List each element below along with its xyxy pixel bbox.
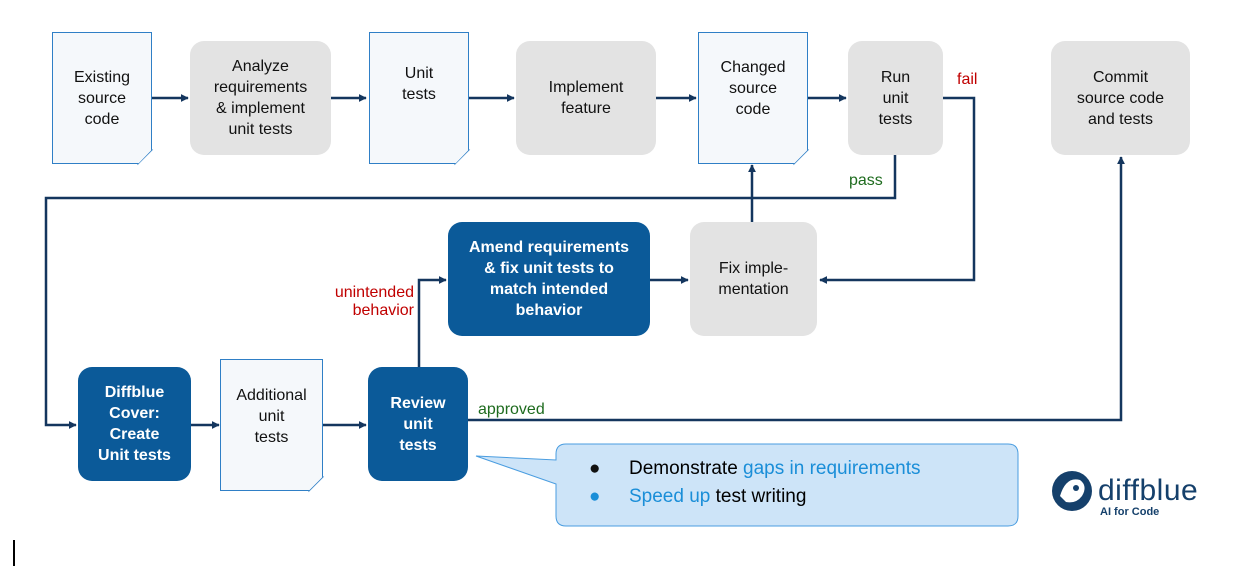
node-commit: Commit source code and tests [1051,41,1190,155]
node-unit-tests: Unit tests [369,32,469,164]
edge-label-pass: pass [849,172,883,189]
callout-bullet-1: ● [589,458,601,479]
callout-text: ● Demonstrate gaps in requirements ● Spe… [585,455,1015,511]
node-changed-source-code: Changed source code [698,32,808,164]
logo-tagline: AI for Code [1100,506,1160,518]
callout-line-2-highlight: Speed up [629,486,711,507]
node-implement-feature: Implement feature [516,41,656,155]
edge-label-approved: approved [478,401,545,418]
node-existing-source-code: Existing source code [52,32,152,164]
callout-line-1-highlight: gaps in requirements [743,458,921,479]
logo-name: diffblue [1098,474,1199,507]
node-fix-implementation: Fix imple- mentation [690,222,817,336]
node-amend-requirements: Amend requirements & fix unit tests to m… [448,222,650,336]
edge-label-fail: fail [957,71,978,88]
arrow-approved-to-commit [468,156,1125,422]
arrow-fail-to-fix [819,96,976,284]
callout-line-2-text: test writing [710,486,807,507]
node-diffblue-cover: Diffblue Cover: Create Unit tests [78,367,191,481]
node-run-unit-tests: Run unit tests [848,41,943,155]
node-analyze-requirements: Analyze requirements & implement unit te… [190,41,331,155]
callout-bullet-2: ● [589,486,601,507]
callout-line-1-text: Demonstrate [629,458,744,479]
callout-line-1: ● Demonstrate gaps in requirements [585,455,1015,483]
edge-label-unintended: unintended behavior [334,284,414,319]
text-cursor [13,540,15,566]
callout-bubble [475,443,1019,527]
node-review-unit-tests: Review unit tests [368,367,468,481]
callout-line-2: ● Speed up test writing [585,483,1015,511]
diffblue-logo-icon [1052,471,1092,511]
node-additional-unit-tests: Additional unit tests [220,359,323,491]
arrow-pass-to-diffblue [44,155,897,429]
arrow-review-to-amend [417,276,447,367]
